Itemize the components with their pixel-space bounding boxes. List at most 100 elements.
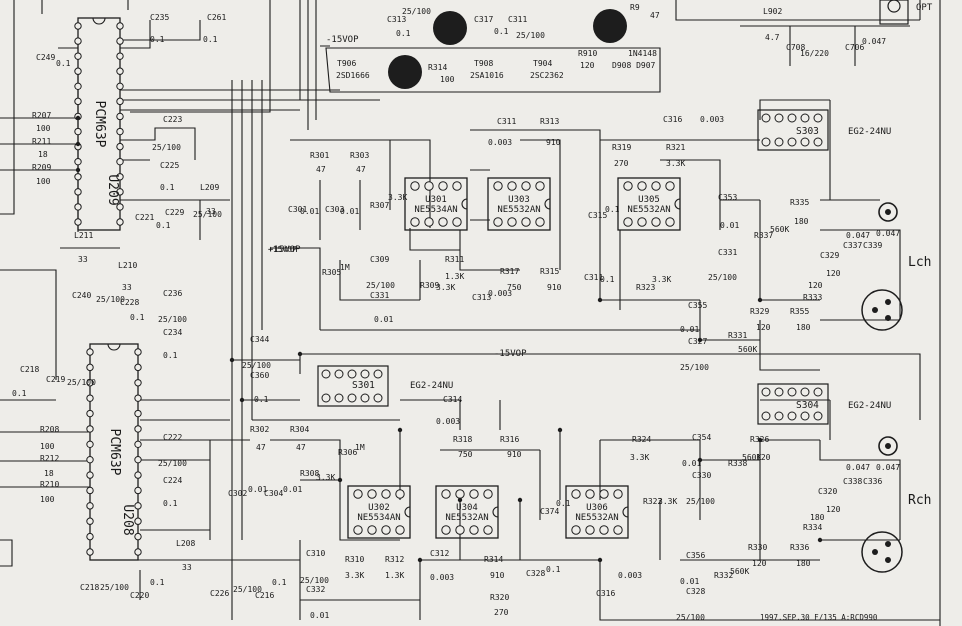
component-label: 47 xyxy=(296,443,306,452)
component-label: 270 xyxy=(494,608,509,617)
component-label: L210 xyxy=(118,261,137,270)
component-label: T904 xyxy=(533,59,552,68)
component-label: 25/100 xyxy=(708,273,737,282)
ic-part-label: PCM63P xyxy=(92,101,107,148)
component-label: R314 xyxy=(428,63,447,72)
component-label: 1.3K xyxy=(385,571,404,580)
component-label: 0.1 xyxy=(163,499,178,508)
component-label: C222 xyxy=(163,433,182,442)
component-label: 25/100 xyxy=(242,361,271,370)
component-label: C225 xyxy=(160,161,179,170)
ic-ref-label: U209 xyxy=(105,174,120,205)
component-label: 0.1 xyxy=(203,35,218,44)
component-label: R210 xyxy=(40,480,59,489)
component-label: 270 xyxy=(614,159,629,168)
component-label: C240 xyxy=(72,291,91,300)
component-label: 47 xyxy=(316,165,326,174)
component-label: +15VOP xyxy=(268,245,297,254)
component-label: R324 xyxy=(632,435,651,444)
component-label: R307 xyxy=(370,201,389,210)
component-label: 25/100 xyxy=(100,583,129,592)
component-label: C303 xyxy=(325,205,344,214)
component-label: 0.01 xyxy=(374,315,393,324)
component-label: 560K xyxy=(730,567,749,576)
component-label: T906 xyxy=(337,59,356,68)
opt-label: OPT xyxy=(916,3,933,13)
component-label: C261 xyxy=(207,13,226,22)
component-label: 3.3K xyxy=(388,193,407,202)
component-label: C316 xyxy=(663,115,682,124)
component-label: 120 xyxy=(752,559,767,568)
component-label: 0.003 xyxy=(618,571,642,580)
component-label: 2SD1666 xyxy=(336,71,370,80)
component-label: C355 xyxy=(688,301,707,310)
component-label: R320 xyxy=(490,593,509,602)
component-label: C221 xyxy=(135,213,154,222)
component-label: C311 xyxy=(508,15,527,24)
component-label: 0.047 xyxy=(876,463,900,472)
component-label: C219 xyxy=(46,375,65,384)
component-label: R337 xyxy=(754,231,773,240)
component-label: 1M xyxy=(355,443,365,452)
component-label: 0.003 xyxy=(436,417,460,426)
component-label: C218 xyxy=(80,583,99,592)
component-label: R305 xyxy=(322,268,341,277)
component-label: 910 xyxy=(490,571,505,580)
switch-ref-label: S303 xyxy=(796,126,819,137)
component-label: R304 xyxy=(290,425,309,434)
switch-ref-label: S301 xyxy=(352,380,375,391)
component-label: R333 xyxy=(803,293,822,302)
component-label: 910 xyxy=(547,283,562,292)
component-label: C331 xyxy=(370,291,389,300)
ic-part-label: NE5532AN xyxy=(497,205,540,215)
component-label: C314 xyxy=(443,395,462,404)
component-label: C320 xyxy=(818,487,837,496)
component-label: 0.01 xyxy=(300,207,319,216)
component-label: R9 xyxy=(630,3,640,12)
component-label: 47 xyxy=(650,11,660,20)
component-label: 3.3K xyxy=(658,497,677,506)
component-label: C223 xyxy=(163,115,182,124)
component-label: R329 xyxy=(750,307,769,316)
component-label: 180 xyxy=(796,323,811,332)
xlr-jack-lch xyxy=(861,289,903,331)
component-label: C224 xyxy=(163,476,182,485)
component-label: R310 xyxy=(345,555,364,564)
ic-ref-label: U301 xyxy=(425,195,447,205)
component-label: 25/100 xyxy=(152,143,181,152)
component-label: C218 xyxy=(20,365,39,374)
component-label: L208 xyxy=(176,539,195,548)
component-label: 3.3K xyxy=(630,453,649,462)
component-label: 0.1 xyxy=(272,578,287,587)
component-label: R318 xyxy=(453,435,472,444)
ic-part-label: PCM63P xyxy=(107,429,122,476)
component-label: 0.01 xyxy=(680,577,699,586)
ic-ref-label: U305 xyxy=(638,195,660,205)
component-label: 16/220 xyxy=(800,49,829,58)
component-label: 0.003 xyxy=(430,573,454,582)
component-label: R313 xyxy=(540,117,559,126)
ic-ref-label: U302 xyxy=(368,503,390,513)
component-label: L902 xyxy=(763,7,782,16)
component-label: 18 xyxy=(44,469,54,478)
component-label: 0.1 xyxy=(546,565,561,574)
component-label: R314 xyxy=(484,555,503,564)
component-label: 33 xyxy=(182,563,192,572)
switch-part-label: EG2-24NU xyxy=(848,127,891,137)
component-label: 33 xyxy=(122,283,132,292)
component-label: C311 xyxy=(497,117,516,126)
component-label: 3.3K xyxy=(436,283,455,292)
component-label: 180 xyxy=(794,217,809,226)
rail-neg-top: -15VOP xyxy=(326,35,359,45)
component-label: R309 xyxy=(420,281,439,290)
component-label: 910 xyxy=(507,450,522,459)
jack-layer xyxy=(861,202,903,573)
component-label: 4.7 xyxy=(765,33,780,42)
component-label: 25/100 xyxy=(96,295,125,304)
component-label: 3.3K xyxy=(652,275,671,284)
component-label: 0.01 xyxy=(283,485,302,494)
